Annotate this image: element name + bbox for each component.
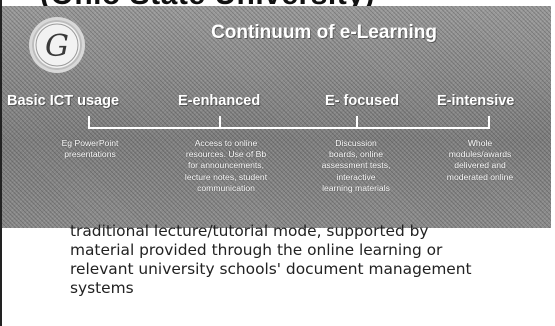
stage-label-e-focused: E- focused bbox=[325, 93, 400, 109]
embedded-slide-image: G Continuum of e-Learning Basic ICT usag… bbox=[2, 6, 551, 228]
continuum-timeline bbox=[88, 116, 490, 129]
stage-description-e-enhanced: Access to online resources. Use of Bb fo… bbox=[184, 138, 268, 193]
slide-title: Continuum of e-Learning bbox=[211, 22, 437, 43]
stage-description-e-intensive: Whole modules/awards delivered and moder… bbox=[446, 138, 514, 182]
logo-letter: G bbox=[45, 29, 69, 64]
logo-icon: G bbox=[32, 20, 82, 70]
stage-description-e-focused: Discussion boards, online assessment tes… bbox=[321, 138, 391, 193]
logo-letter-graphic: G bbox=[35, 23, 79, 67]
cut-off-heading: (Ohio State University) bbox=[40, 0, 375, 12]
body-paragraph: traditional lecture/tutorial mode, suppo… bbox=[70, 222, 472, 297]
stage-label-e-intensive: E-intensive bbox=[437, 93, 515, 109]
stage-label-basic-ict: Basic ICT usage bbox=[7, 93, 120, 109]
stage-description-basic-ict: Eg PowerPoint presentations bbox=[61, 138, 119, 160]
stage-label-e-enhanced: E-enhanced bbox=[178, 93, 261, 109]
page-edge-line bbox=[0, 0, 2, 326]
